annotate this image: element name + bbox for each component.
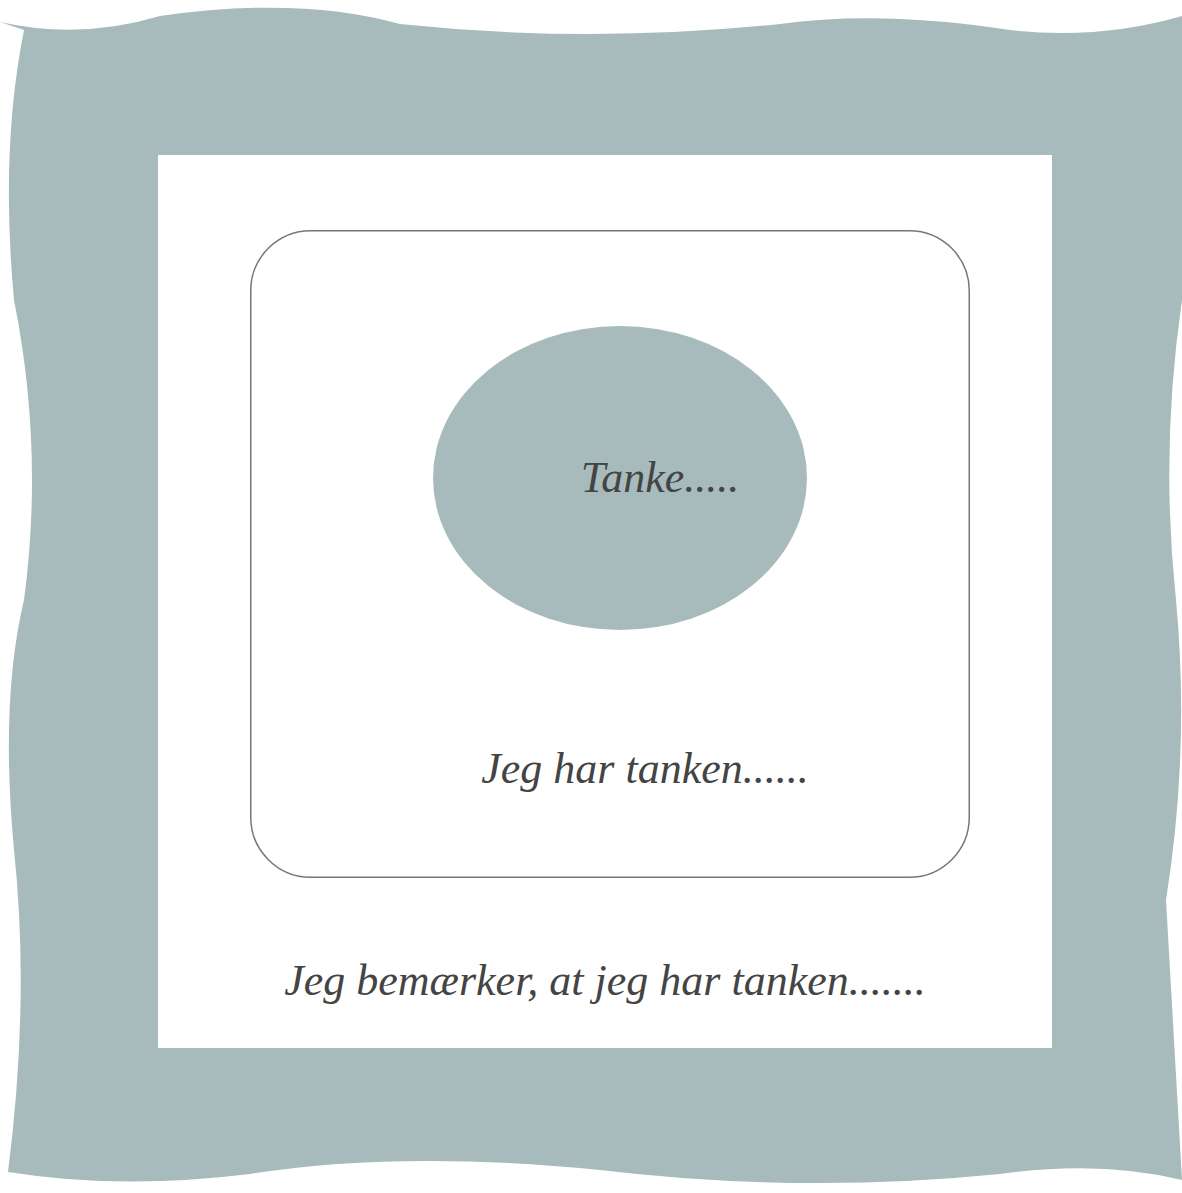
node-text: Tanke.....	[581, 452, 740, 505]
node-text: Jeg bemærker, at jeg har tanken.......	[284, 955, 926, 1008]
rounded-outline	[251, 231, 970, 878]
node-text: Jeg har tanken......	[481, 743, 808, 796]
ellipse-fill	[433, 326, 807, 630]
frame-panel: Jeg bemærker, at jeg har tanken....... Je…	[158, 155, 1052, 1048]
rounded-box: Jeg har tanken...... Tanke.....	[250, 230, 970, 878]
thought-ellipse: Tanke.....	[433, 326, 807, 630]
frame-border	[0, 8, 1182, 1183]
